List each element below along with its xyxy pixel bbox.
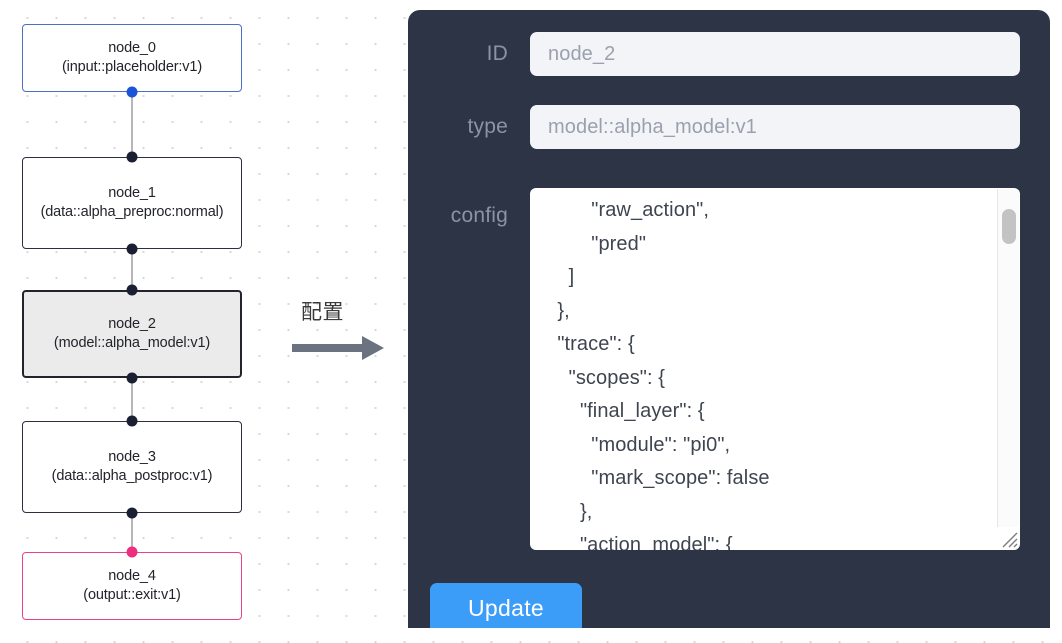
edge-node0-node1 — [131, 92, 133, 157]
graph-node-node_0[interactable]: node_0 (input::placeholder:v1) — [22, 24, 242, 92]
graph-node-node_1[interactable]: node_1 (data::alpha_preproc:normal) — [22, 157, 242, 249]
edge-node2-node3 — [131, 378, 133, 421]
right-arrow-icon — [292, 333, 388, 368]
config-field-row: config "raw_action", "pred" ] }, "trace"… — [408, 188, 1050, 550]
node-label: node_4 (output::exit:v1) — [83, 568, 181, 603]
node-label: node_2 (model::alpha_model:v1) — [53, 316, 211, 351]
node-label: node_0 (input::placeholder:v1) — [61, 40, 203, 75]
edge-node1-node2 — [131, 249, 133, 290]
flow-arrow-group: 配置 — [292, 296, 392, 366]
textarea-resize-handle-icon[interactable] — [997, 527, 1019, 549]
config-field-label: config — [450, 204, 508, 227]
node-graph[interactable]: node_0 (input::placeholder:v1) node_1 (d… — [0, 0, 400, 643]
config-scrollbar[interactable] — [997, 189, 1019, 549]
update-button[interactable]: Update — [430, 583, 582, 628]
node-inspector-panel: ID type config "raw_action", "pred" ] },… — [408, 10, 1050, 628]
port-node_1-out[interactable] — [126, 243, 138, 255]
config-scrollbar-thumb[interactable] — [1002, 209, 1016, 244]
node-label: node_3 (data::alpha_postproc:v1) — [51, 449, 213, 484]
port-node_0-out[interactable] — [126, 86, 138, 98]
config-textarea[interactable]: "raw_action", "pred" ] }, "trace": { "sc… — [530, 188, 1020, 550]
id-field-label: ID — [486, 42, 508, 65]
graph-node-node_2[interactable]: node_2 (model::alpha_model:v1) — [22, 290, 242, 378]
config-textarea-wrapper: "raw_action", "pred" ] }, "trace": { "sc… — [530, 188, 1020, 550]
arrow-caption-label: 配置 — [301, 300, 344, 324]
port-node_1-in[interactable] — [126, 151, 138, 163]
graph-node-node_3[interactable]: node_3 (data::alpha_postproc:v1) — [22, 421, 242, 513]
id-field-row: ID — [408, 32, 1050, 76]
port-node_3-in[interactable] — [126, 415, 138, 427]
port-node_2-in[interactable] — [126, 284, 138, 296]
type-field-row: type — [408, 105, 1050, 149]
edge-node3-node4 — [131, 513, 133, 552]
port-node_3-out[interactable] — [126, 507, 138, 519]
port-node_4-in[interactable] — [126, 546, 138, 558]
node-label: node_1 (data::alpha_preproc:normal) — [40, 185, 224, 220]
type-field-label: type — [467, 115, 508, 138]
port-node_2-out[interactable] — [126, 372, 138, 384]
graph-node-node_4[interactable]: node_4 (output::exit:v1) — [22, 552, 242, 620]
id-input[interactable] — [530, 32, 1020, 76]
type-input[interactable] — [530, 105, 1020, 149]
